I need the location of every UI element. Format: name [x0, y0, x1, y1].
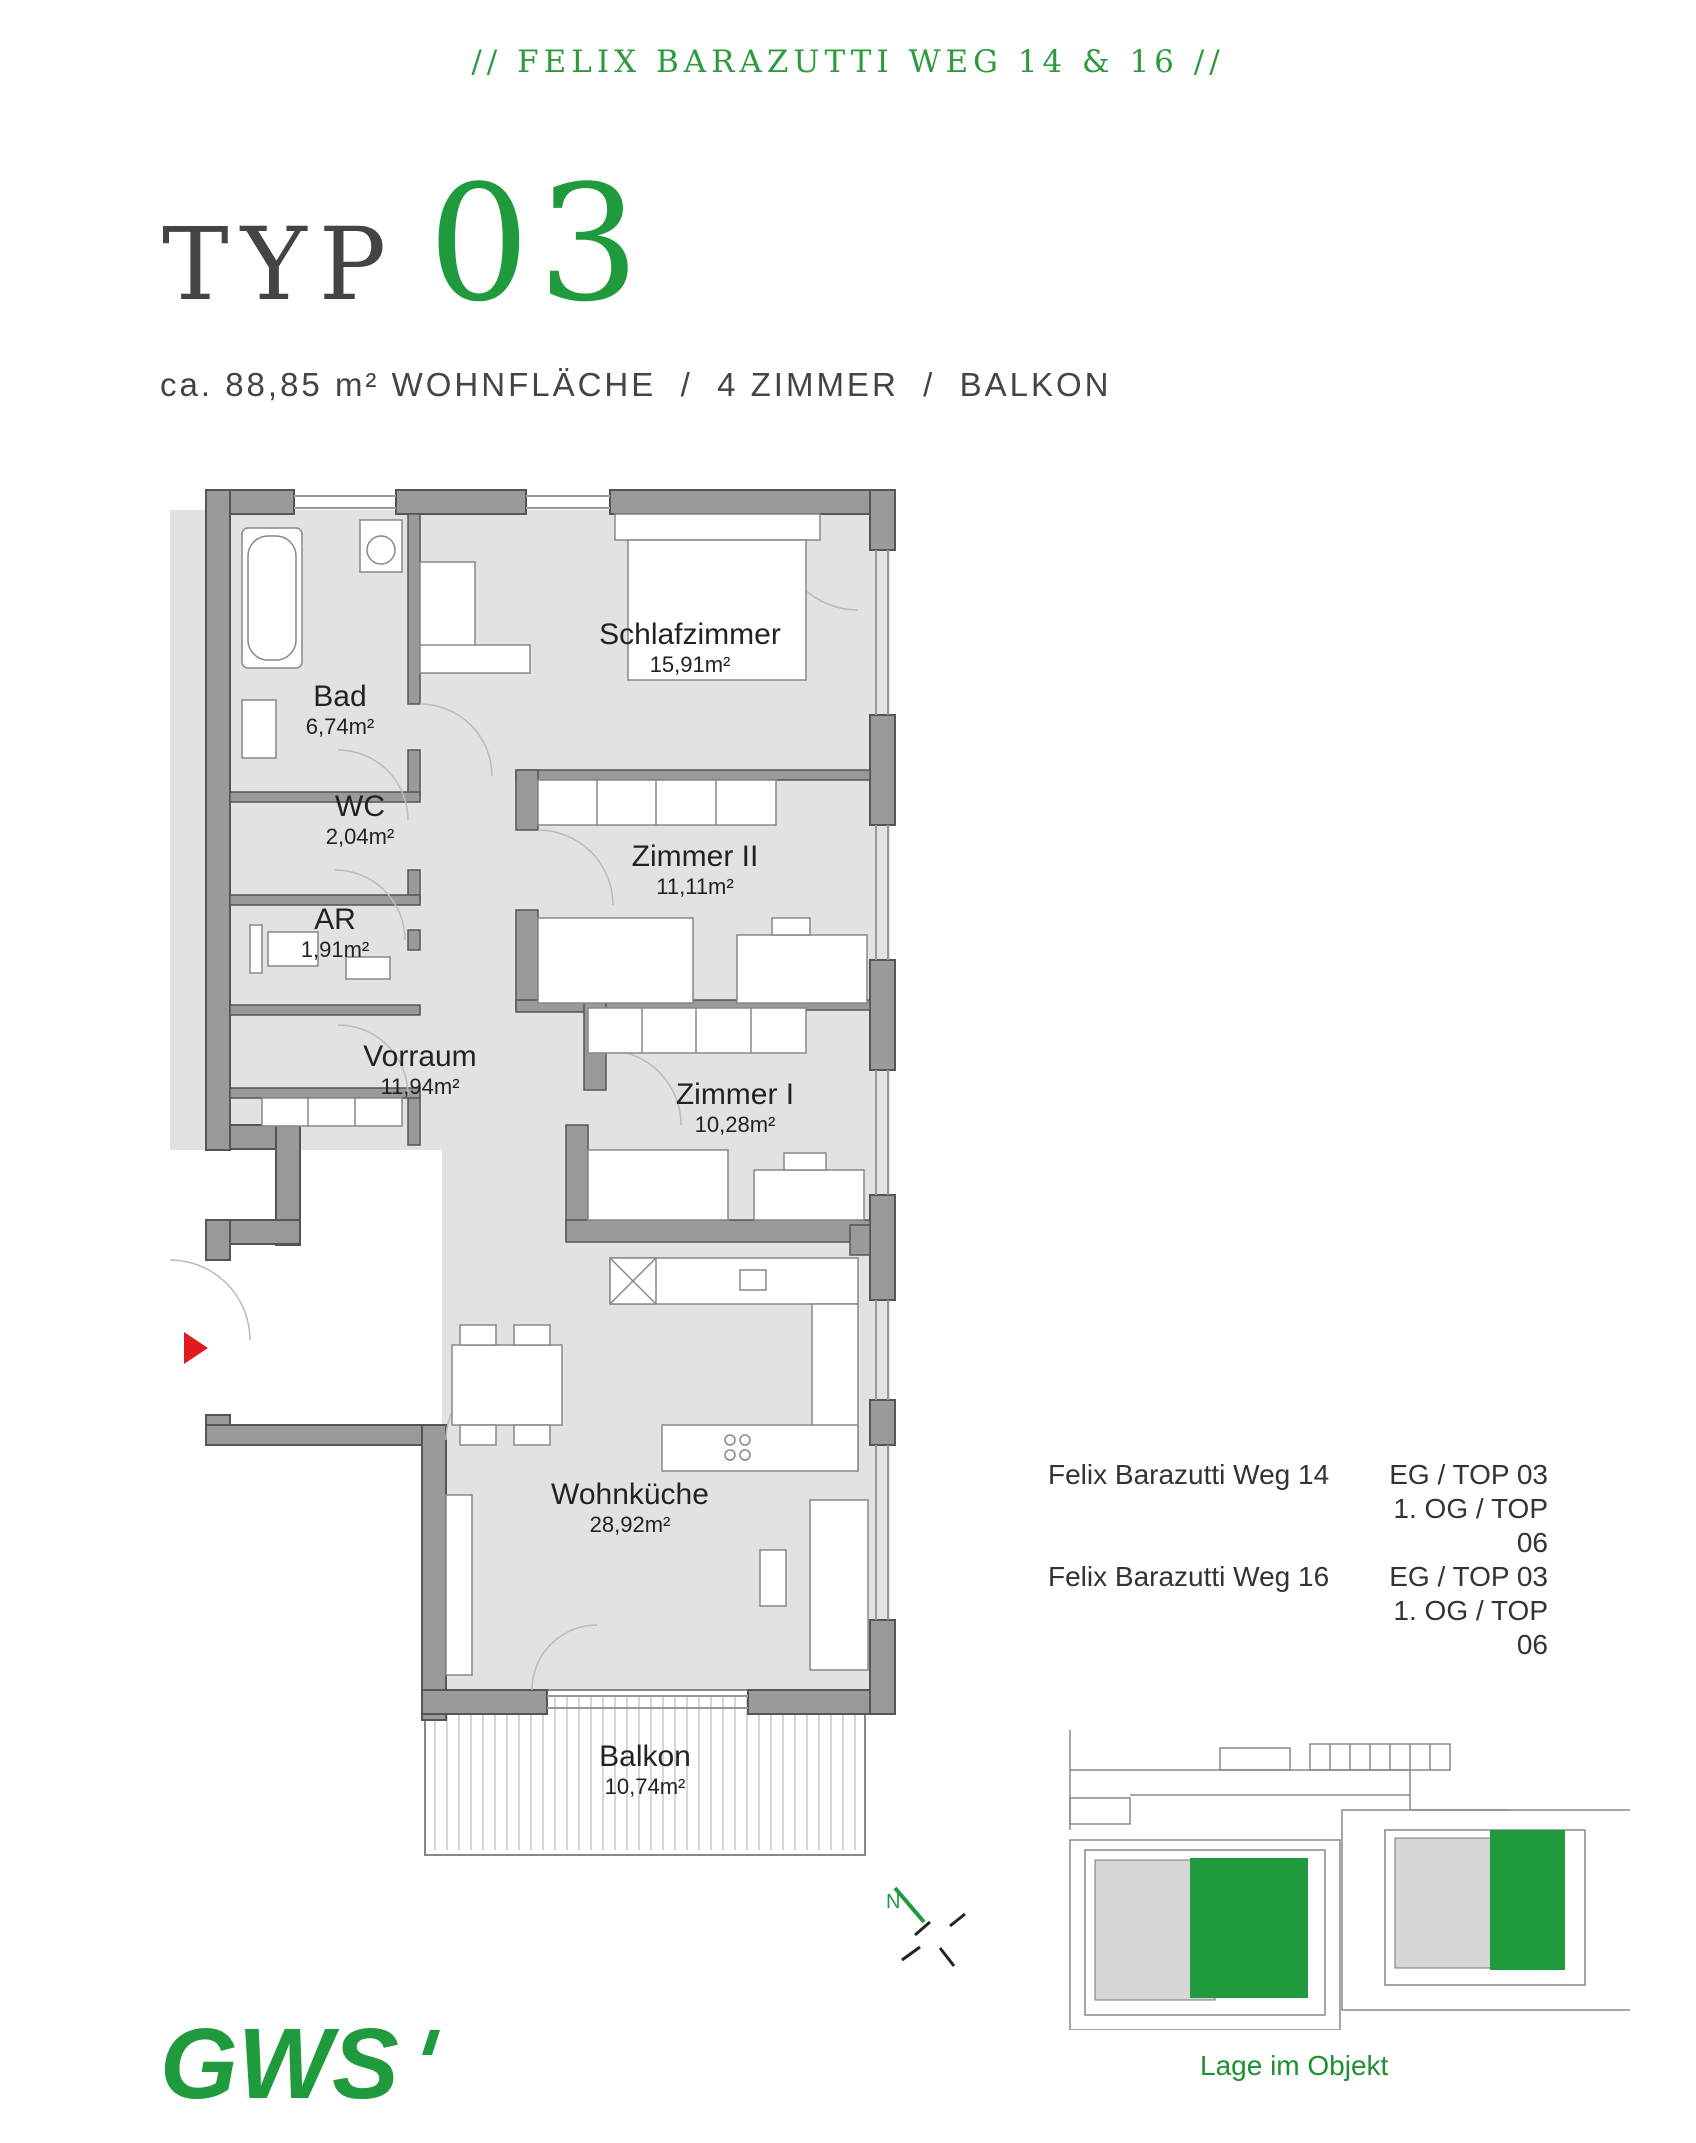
site-plan-caption: Lage im Objekt — [1200, 2050, 1389, 2081]
floor-plan — [150, 470, 910, 1870]
living-area: ca. 88,85 m² WOHNFLÄCHE — [160, 366, 657, 403]
gws-logo: GWS — [160, 2008, 460, 2120]
apartment-summary: ca. 88,85 m² WOHNFLÄCHE / 4 ZIMMER / BAL… — [160, 366, 1112, 404]
separator: / — [656, 366, 718, 403]
balcony-area — [424, 1689, 866, 1856]
north-arrow: N — [886, 1886, 966, 1967]
entrance-marker — [184, 1332, 208, 1364]
bath-fixtures — [241, 519, 403, 980]
type-title: TYP 03 — [162, 150, 648, 337]
logo-text: GWS — [160, 2010, 399, 2110]
type-label: TYP — [162, 206, 398, 323]
bedroom-furniture — [419, 513, 821, 681]
north-label: N — [886, 1891, 900, 1913]
room-count: 4 ZIMMER — [717, 366, 899, 403]
project-header: // FELIX BARAZUTTI WEG 14 & 16 // — [471, 44, 1225, 80]
list-item: 1. OG / TOP 06 — [1393, 1493, 1548, 1558]
list-item: 1. OG / TOP 06 — [1393, 1595, 1548, 1660]
highlight-unit — [1490, 1830, 1565, 1970]
extra-feature: BALKON — [959, 366, 1112, 403]
interior-walls — [229, 513, 871, 1256]
type-number: 03 — [428, 150, 648, 337]
kitchen-furniture — [445, 1257, 869, 1676]
exterior-walls — [205, 489, 896, 1721]
site-plan-thumbnail — [1069, 1730, 1630, 2030]
highlight-unit — [1190, 1858, 1308, 1998]
separator: / — [898, 366, 960, 403]
